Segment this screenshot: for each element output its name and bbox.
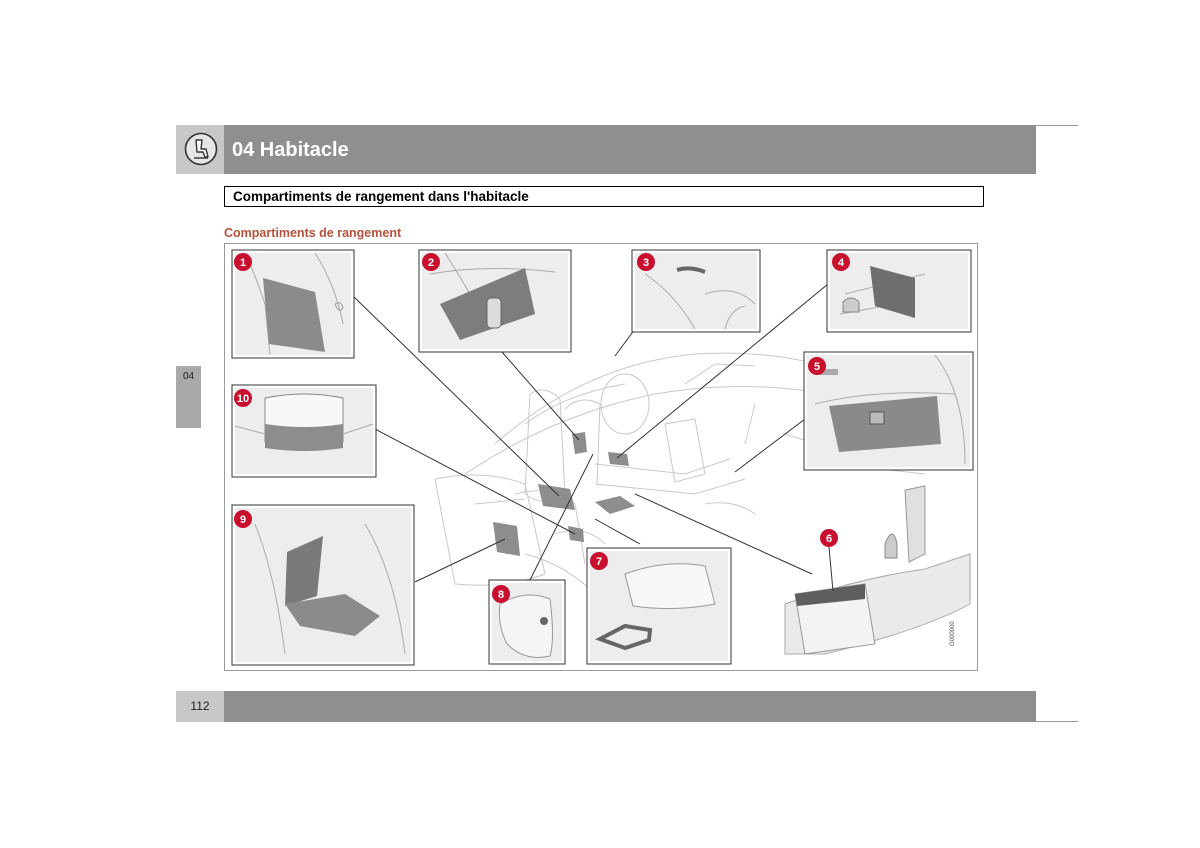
storage-figure: 1 2 3 4 5 6 7 8 9 10	[224, 243, 978, 671]
inset-6	[784, 485, 971, 655]
svg-text:9: 9	[240, 514, 246, 526]
chapter-title: 04 Habitacle	[232, 139, 349, 161]
header-rule	[1036, 125, 1078, 126]
seat-icon	[184, 132, 218, 166]
svg-text:6: 6	[826, 533, 832, 545]
marker-3	[608, 452, 629, 466]
storage-illustration: 1 2 3 4 5 6 7 8 9 10	[231, 249, 974, 666]
callout-3: 3	[637, 253, 655, 271]
side-tab	[176, 366, 201, 428]
figure-code: G000000	[950, 621, 956, 646]
marker-10	[568, 526, 584, 542]
svg-text:8: 8	[498, 589, 504, 601]
storage-markers	[493, 432, 635, 556]
side-tab-label: 04	[182, 371, 195, 382]
svg-text:3: 3	[643, 257, 649, 269]
svg-text:1: 1	[240, 257, 246, 269]
marker-6	[595, 496, 635, 514]
inset-9	[231, 504, 415, 666]
svg-text:2: 2	[428, 257, 434, 269]
callout-5: 5	[808, 357, 826, 375]
svg-text:10: 10	[237, 393, 249, 405]
callout-7: 7	[590, 552, 608, 570]
page-number: 112	[190, 699, 210, 713]
inset-3	[631, 249, 761, 333]
svg-text:4: 4	[838, 257, 845, 269]
marker-2	[572, 432, 587, 454]
footer-bar	[224, 691, 1036, 722]
section-title: Compartiments de rangement dans l'habita…	[224, 186, 984, 207]
callout-8: 8	[492, 585, 510, 603]
subheading: Compartiments de rangement	[224, 226, 402, 240]
inset-7	[586, 547, 732, 665]
callout-2: 2	[422, 253, 440, 271]
footer-number-box	[176, 691, 224, 722]
leader-lines	[352, 283, 829, 583]
inset-5	[803, 351, 974, 471]
marker-9	[493, 522, 520, 556]
svg-text:5: 5	[814, 361, 820, 373]
svg-text:7: 7	[596, 556, 602, 568]
callout-9: 9	[234, 510, 252, 528]
inset-1	[231, 249, 355, 359]
marker-1	[538, 484, 575, 510]
inset-2	[418, 249, 572, 353]
header-bar	[224, 125, 1036, 174]
inset-4	[826, 249, 972, 333]
leader-6	[828, 546, 834, 592]
inset-10	[231, 384, 377, 478]
callout-4: 4	[832, 253, 850, 271]
footer-rule	[1036, 721, 1078, 722]
callout-1: 1	[234, 253, 252, 271]
callout-6: 6	[820, 529, 838, 547]
callout-10: 10	[234, 389, 252, 407]
